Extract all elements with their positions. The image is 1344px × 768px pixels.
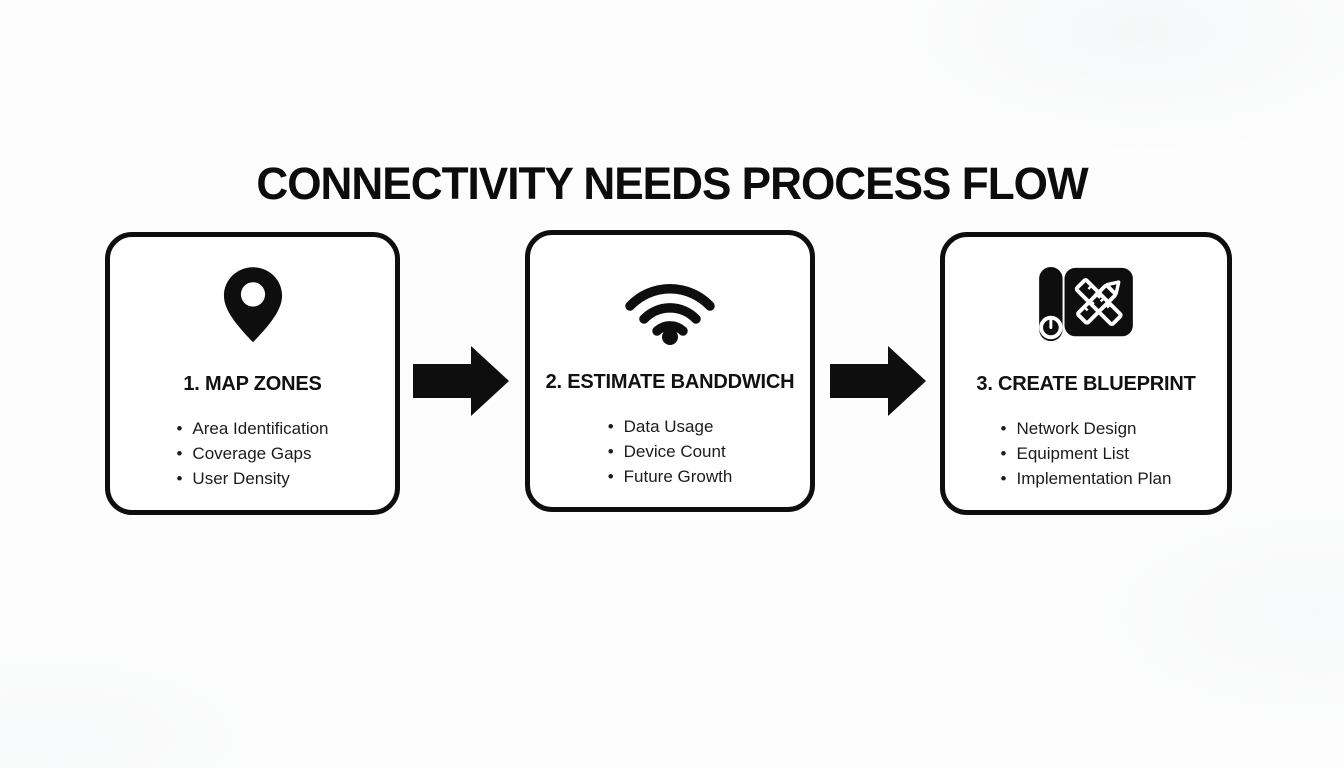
bullet-marker: • <box>176 419 183 438</box>
map-pin-icon <box>222 263 284 347</box>
list-item: • Network Design <box>1001 416 1172 441</box>
list-item-text: Coverage Gaps <box>192 444 312 463</box>
step-list: • Area Identification • Coverage Gaps • … <box>176 416 328 491</box>
list-item-text: Future Growth <box>623 467 733 486</box>
bullet-marker: • <box>1000 469 1007 488</box>
step-list: • Network Design • Equipment List • Impl… <box>1001 416 1172 491</box>
list-item-text: User Density <box>192 469 290 488</box>
bullet-marker: • <box>1000 444 1007 463</box>
page-title: CONNECTIVITY NEEDS PROCESS FLOW <box>256 158 1088 210</box>
list-item: • Coverage Gaps <box>176 441 328 466</box>
list-item: • Data Usage <box>608 414 733 439</box>
step-title: 1. MAP ZONES <box>183 373 322 395</box>
wifi-icon <box>620 261 720 345</box>
bullet-marker: • <box>176 469 183 488</box>
list-item-text: Data Usage <box>623 417 714 436</box>
list-item-text: Implementation Plan <box>1016 469 1172 488</box>
blueprint-icon <box>1037 263 1135 347</box>
bullet-marker: • <box>1000 419 1007 438</box>
list-item: • Implementation Plan <box>1001 466 1172 491</box>
list-item: • Future Growth <box>608 464 733 489</box>
list-item: • Area Identification <box>176 416 328 441</box>
bullet-marker: • <box>607 442 614 461</box>
list-item-text: Equipment List <box>1016 444 1129 463</box>
step-card-create-blueprint: 3. CREATE BLUEPRINT • Network Design • E… <box>940 232 1232 515</box>
list-item-text: Device Count <box>623 442 726 461</box>
bullet-marker: • <box>607 467 614 486</box>
step-list: • Data Usage • Device Count • Future Gro… <box>608 414 733 489</box>
step-title: 2. ESTIMATE BANDDWICH <box>545 371 795 393</box>
list-item-text: Network Design <box>1016 419 1137 438</box>
list-item-text: Area Identification <box>192 419 329 438</box>
bullet-marker: • <box>176 444 183 463</box>
step-title: 3. CREATE BLUEPRINT <box>976 373 1196 395</box>
step-card-map-zones: 1. MAP ZONES • Area Identification • Cov… <box>105 232 400 515</box>
list-item: • User Density <box>176 466 328 491</box>
bullet-marker: • <box>607 417 614 436</box>
list-item: • Device Count <box>608 439 733 464</box>
list-item: • Equipment List <box>1001 441 1172 466</box>
step-card-estimate-bandwidth: 2. ESTIMATE BANDDWICH • Data Usage • Dev… <box>525 230 815 512</box>
arrow-right-icon <box>413 345 510 417</box>
arrow-right-icon <box>830 345 927 417</box>
